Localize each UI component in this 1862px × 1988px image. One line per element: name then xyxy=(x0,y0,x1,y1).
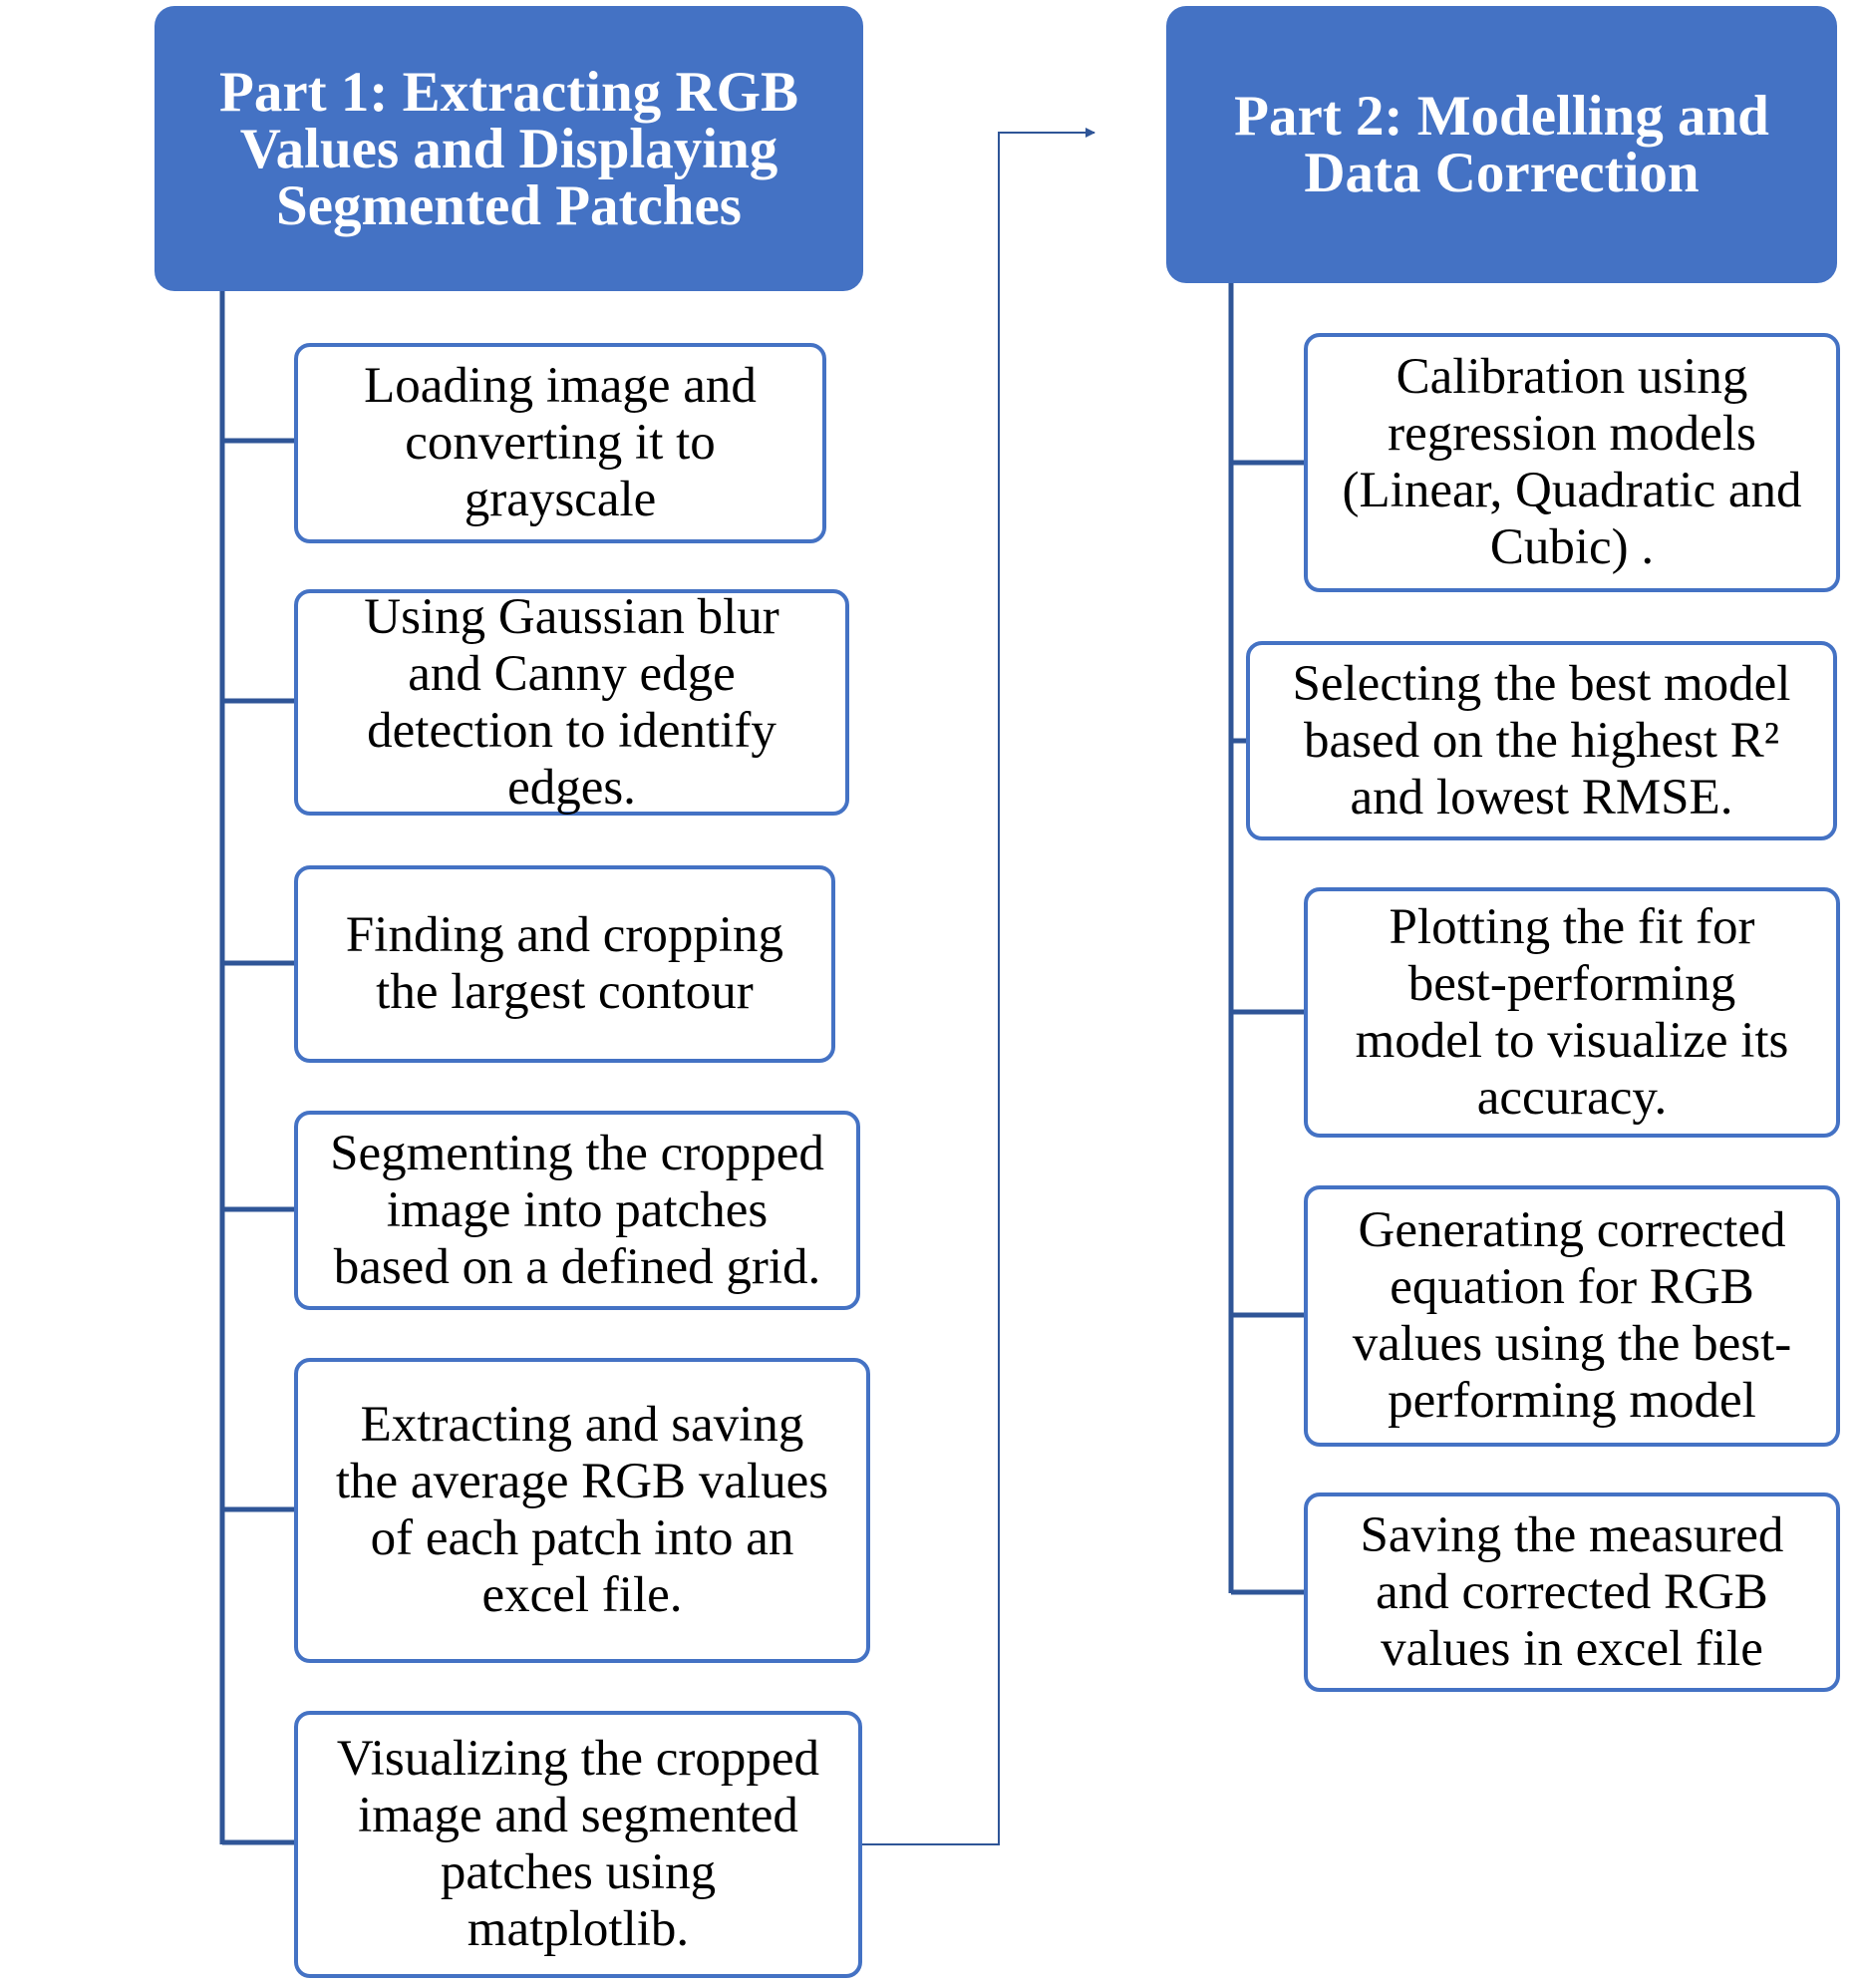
part2-step-save-excel: Saving the measured and corrected RGB va… xyxy=(1304,1492,1840,1692)
part2-step-select-best: Selecting the best model based on the hi… xyxy=(1246,641,1837,840)
part2-title: Part 2: Modelling and Data Correction xyxy=(1166,6,1837,283)
part1-to-part2-arrow xyxy=(859,128,1095,1845)
part1-step-visualize: Visualizing the cropped image and segmen… xyxy=(294,1711,862,1978)
part1-title: Part 1: Extracting RGB Values and Displa… xyxy=(155,6,863,291)
part1-step-gaussian-canny: Using Gaussian blur and Canny edge detec… xyxy=(294,589,849,816)
part2-step-plot-fit: Plotting the fit for best-performing mod… xyxy=(1304,887,1840,1138)
part2-step-corrected-equation: Generating corrected equation for RGB va… xyxy=(1304,1185,1840,1447)
part1-step-load-grayscale: Loading image and converting it to grays… xyxy=(294,343,826,543)
part1-step-extract-rgb: Extracting and saving the average RGB va… xyxy=(294,1358,870,1663)
part2-step-calibration: Calibration using regression models (Lin… xyxy=(1304,333,1840,592)
part1-step-segment-grid: Segmenting the cropped image into patche… xyxy=(294,1111,860,1310)
part1-step-largest-contour: Finding and cropping the largest contour xyxy=(294,865,835,1063)
